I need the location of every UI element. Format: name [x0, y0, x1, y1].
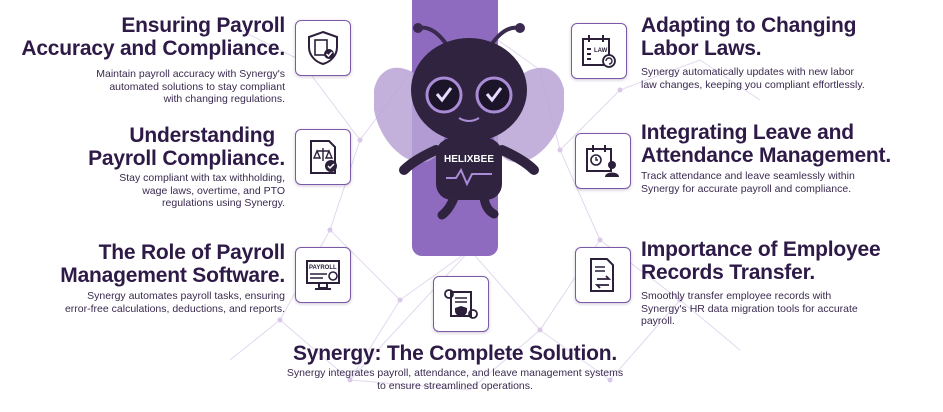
item-4-desc-line2: law changes, keeping you compliant effor… [641, 78, 865, 91]
item-5-desc-line2: Synergy for accurate payroll and complia… [641, 182, 852, 195]
payroll-monitor-icon: PAYROLL [295, 247, 351, 303]
item-6-desc: Smoothly transfer employee records with … [641, 290, 941, 328]
item-6-desc-line1: Smoothly transfer employee records with [641, 290, 832, 302]
item-2-title-line1: Understanding [129, 124, 275, 147]
law-calendar-icon: LAW [571, 23, 627, 79]
item-6-title: Importance of Employee Records Transfer. [641, 238, 941, 284]
payroll-icon-label: PAYROLL [309, 265, 337, 271]
item-2-desc-line2: wage laws, overtime, and PTO [142, 184, 285, 197]
item-2-desc-line3: regulations using Synergy. [162, 197, 285, 209]
item-1-title: Ensuring Payroll Accuracy and Compliance… [0, 14, 285, 60]
item-2-title: Understanding Payroll Compliance. [0, 124, 285, 170]
payroll-shield-icon [295, 20, 351, 76]
attendance-icon [575, 133, 631, 189]
item-5-desc: Track attendance and leave seamlessly wi… [641, 170, 941, 195]
synergy-gear-icon [433, 276, 489, 332]
item-6-desc-line3: payroll. [641, 315, 675, 327]
item-1-desc-line3: with changing regulations. [163, 93, 285, 105]
item-6-title-line1: Importance of Employee [641, 238, 881, 261]
item-3-desc-line2: error-free calculations, deductions, and… [64, 302, 285, 315]
item-4-desc-line1: Synergy automatically updates with new l… [641, 66, 855, 78]
item-3-desc: Synergy automates payroll tasks, ensurin… [0, 290, 285, 315]
bee-mascot: HELIXBEE [374, 23, 564, 220]
item-2-title-line2: Payroll Compliance. [88, 147, 285, 170]
item-1-desc-line1: Maintain payroll accuracy with Synergy's [96, 68, 285, 80]
item-2-desc: Stay compliant with tax withholding, wag… [0, 172, 285, 210]
compliance-document-icon [295, 129, 351, 185]
item-6-title-line2: Records Transfer. [641, 261, 816, 284]
item-6-desc-line2: Synergy's HR data migration tools for ac… [641, 302, 858, 315]
item-5-title: Integrating Leave and Attendance Managem… [641, 121, 941, 167]
item-2-desc-line1: Stay compliant with tax withholding, [119, 172, 285, 184]
item-4-title-line1: Adapting to Changing [641, 14, 857, 37]
item-7-desc-line2: to ensure streamlined operations. [377, 379, 533, 392]
item-3-title: The Role of Payroll Management Software. [0, 241, 285, 287]
item-5-title-line2: Attendance Management. [641, 144, 891, 167]
item-1-title-line1: Ensuring Payroll [121, 14, 285, 37]
item-5-desc-line1: Track attendance and leave seamlessly wi… [641, 170, 855, 182]
item-1-desc: Maintain payroll accuracy with Synergy's… [0, 68, 285, 106]
item-1-desc-line2: automated solutions to stay compliant [109, 80, 285, 93]
item-7-desc-line1: Synergy integrates payroll, attendance, … [286, 367, 624, 379]
item-3-desc-line1: Synergy automates payroll tasks, ensurin… [87, 290, 285, 302]
item-5-title-line1: Integrating Leave and [641, 121, 854, 144]
item-7-desc: Synergy integrates payroll, attendance, … [220, 367, 690, 392]
item-4-desc: Synergy automatically updates with new l… [641, 66, 941, 91]
item-4-title: Adapting to Changing Labor Laws. [641, 14, 941, 60]
item-7-title: Synergy: The Complete Solution. [293, 342, 617, 365]
item-3-title-line1: The Role of Payroll [98, 241, 286, 264]
law-icon-label: LAW [594, 48, 608, 54]
item-1-title-line2: Accuracy and Compliance. [21, 37, 285, 60]
item-3-title-line2: Management Software. [60, 264, 285, 287]
mascot-label: HELIXBEE [444, 154, 494, 165]
item-4-title-line2: Labor Laws. [641, 37, 762, 60]
records-transfer-icon [575, 247, 631, 303]
